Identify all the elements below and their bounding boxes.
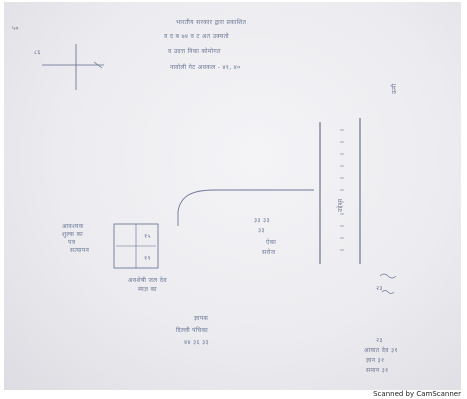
center-note-3: ऐका [266,239,277,246]
box-label-line-2: शुल्क का [62,231,83,238]
center-note-4: सरोज [262,249,276,256]
side-vertical-note: ऊमी [391,83,398,94]
box-label-line-3: पत्र [68,239,76,246]
header-line-4: नावोली गेट अवकल - ४१, ४० [170,64,241,71]
bottom-right-line-1: २३ [376,337,383,344]
header-line-2: व द ब ७४ व ट अत उक्यतो [164,33,229,40]
bottom-right-line-2: आयात देव ३१ [364,347,398,354]
box-caption-line-1: अवशेषी जल देव [128,277,167,284]
scanner-credit: Scanned by CamScanner [373,390,461,398]
header-line-3: व उदत्त निका कोमोगत [168,48,221,55]
bottom-right-line-3: ज्ञान ३१ [366,357,385,364]
margin-mark-1: ५० [12,25,19,32]
header-line-1: भारतीय सरकार द्वारा प्रकाशित [176,19,247,26]
box-label-line-1: आवश्यक [62,223,84,230]
bottom-center-line-2: दिल्ली पंचिका [176,327,209,334]
bottom-center-line-3: ४४ ३६ ३३ [184,339,209,346]
right-side-note: २३ [376,285,383,292]
scanned-page: भारतीय सरकार द्वारा प्रकाशित व द ब ७४ व … [4,2,461,390]
margin-mark-2: ८६ [34,49,41,56]
right-vertical-note: उद्देश्य [337,198,344,212]
pen-strokes [42,44,397,294]
box-label-line-4: सत्यापन [70,247,90,254]
center-note-2: ३३ [258,227,265,234]
bottom-center-line-1: ज्ञापक [194,315,209,322]
bottom-right-line-4: समान ३१ [366,367,389,374]
center-note-1: ३३ ३३ [254,217,270,224]
box-number-1: १५ [144,233,151,240]
box-number-2: १९ [144,255,151,262]
box-caption-line-2: ब्यज्ञ का [138,286,157,293]
